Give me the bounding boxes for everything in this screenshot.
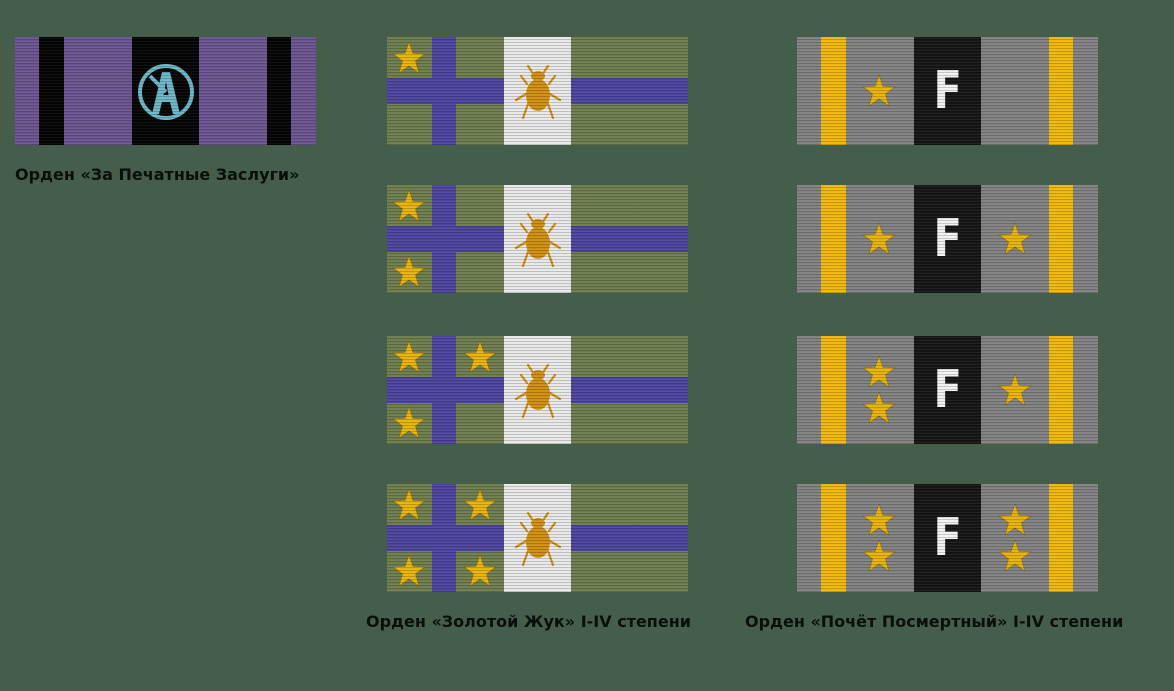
- cross-vertical-band: [432, 185, 456, 293]
- star-icon: [862, 355, 896, 388]
- label-press-merit: Орден «За Печатные Заслуги»: [15, 165, 300, 184]
- star-icon: [463, 488, 497, 521]
- f-letter-emblem: F: [933, 61, 962, 121]
- black-center-stripe: F: [914, 185, 981, 293]
- star-icon: [998, 222, 1032, 255]
- f-letter-emblem: F: [933, 209, 962, 269]
- ribbon-posthumous-III: F: [797, 336, 1098, 444]
- star-icon: [998, 539, 1032, 572]
- ribbon-posthumous-IV: F: [797, 484, 1098, 592]
- ribbon-posthumous-I: F: [797, 37, 1098, 145]
- star-icon: [392, 189, 426, 222]
- yellow-stripe: [821, 336, 846, 444]
- star-icon: [392, 406, 426, 439]
- yellow-stripe: [821, 37, 846, 145]
- f-letter-emblem: F: [933, 508, 962, 568]
- cross-vertical-band: [432, 336, 456, 444]
- star-icon: [463, 554, 497, 587]
- black-stripe: [267, 37, 291, 145]
- star-icon: [392, 41, 426, 74]
- beetle-icon: [514, 511, 562, 567]
- yellow-stripe: [821, 484, 846, 592]
- beetle-icon: [514, 363, 562, 419]
- cross-vertical-band: [432, 484, 456, 592]
- ribbon-golden-beetle-I: [387, 37, 688, 145]
- star-icon: [862, 503, 896, 536]
- star-icon: [392, 488, 426, 521]
- star-icon: [862, 391, 896, 424]
- star-icon: [862, 74, 896, 107]
- black-center-stripe: F: [914, 484, 981, 592]
- beetle-icon: [514, 212, 562, 268]
- yellow-stripe: [1049, 336, 1073, 444]
- ribbon-posthumous-II: F: [797, 185, 1098, 293]
- f-letter-emblem: F: [933, 360, 962, 420]
- black-stripe: [39, 37, 64, 145]
- ribbon-press-merit: [15, 37, 316, 145]
- black-center-stripe: F: [914, 336, 981, 444]
- yellow-stripe: [1049, 37, 1073, 145]
- ribbon-golden-beetle-III: [387, 336, 688, 444]
- star-icon: [392, 340, 426, 373]
- star-icon: [862, 539, 896, 572]
- star-icon: [862, 222, 896, 255]
- label-golden-beetle: Орден «Золотой Жук» I-IV степени: [366, 612, 691, 631]
- circle-a-emblem-icon: [138, 64, 194, 120]
- yellow-stripe: [1049, 484, 1073, 592]
- label-posthumous-honor: Орден «Почёт Посмертный» I-IV степени: [745, 612, 1124, 631]
- ribbon-golden-beetle-IV: [387, 484, 688, 592]
- star-icon: [463, 340, 497, 373]
- star-icon: [998, 373, 1032, 406]
- beetle-icon: [514, 64, 562, 120]
- star-icon: [392, 255, 426, 288]
- star-icon: [998, 503, 1032, 536]
- yellow-stripe: [1049, 185, 1073, 293]
- yellow-stripe: [821, 185, 846, 293]
- ribbon-golden-beetle-II: [387, 185, 688, 293]
- black-center-stripe: F: [914, 37, 981, 145]
- star-icon: [392, 554, 426, 587]
- cross-vertical-band: [432, 37, 456, 145]
